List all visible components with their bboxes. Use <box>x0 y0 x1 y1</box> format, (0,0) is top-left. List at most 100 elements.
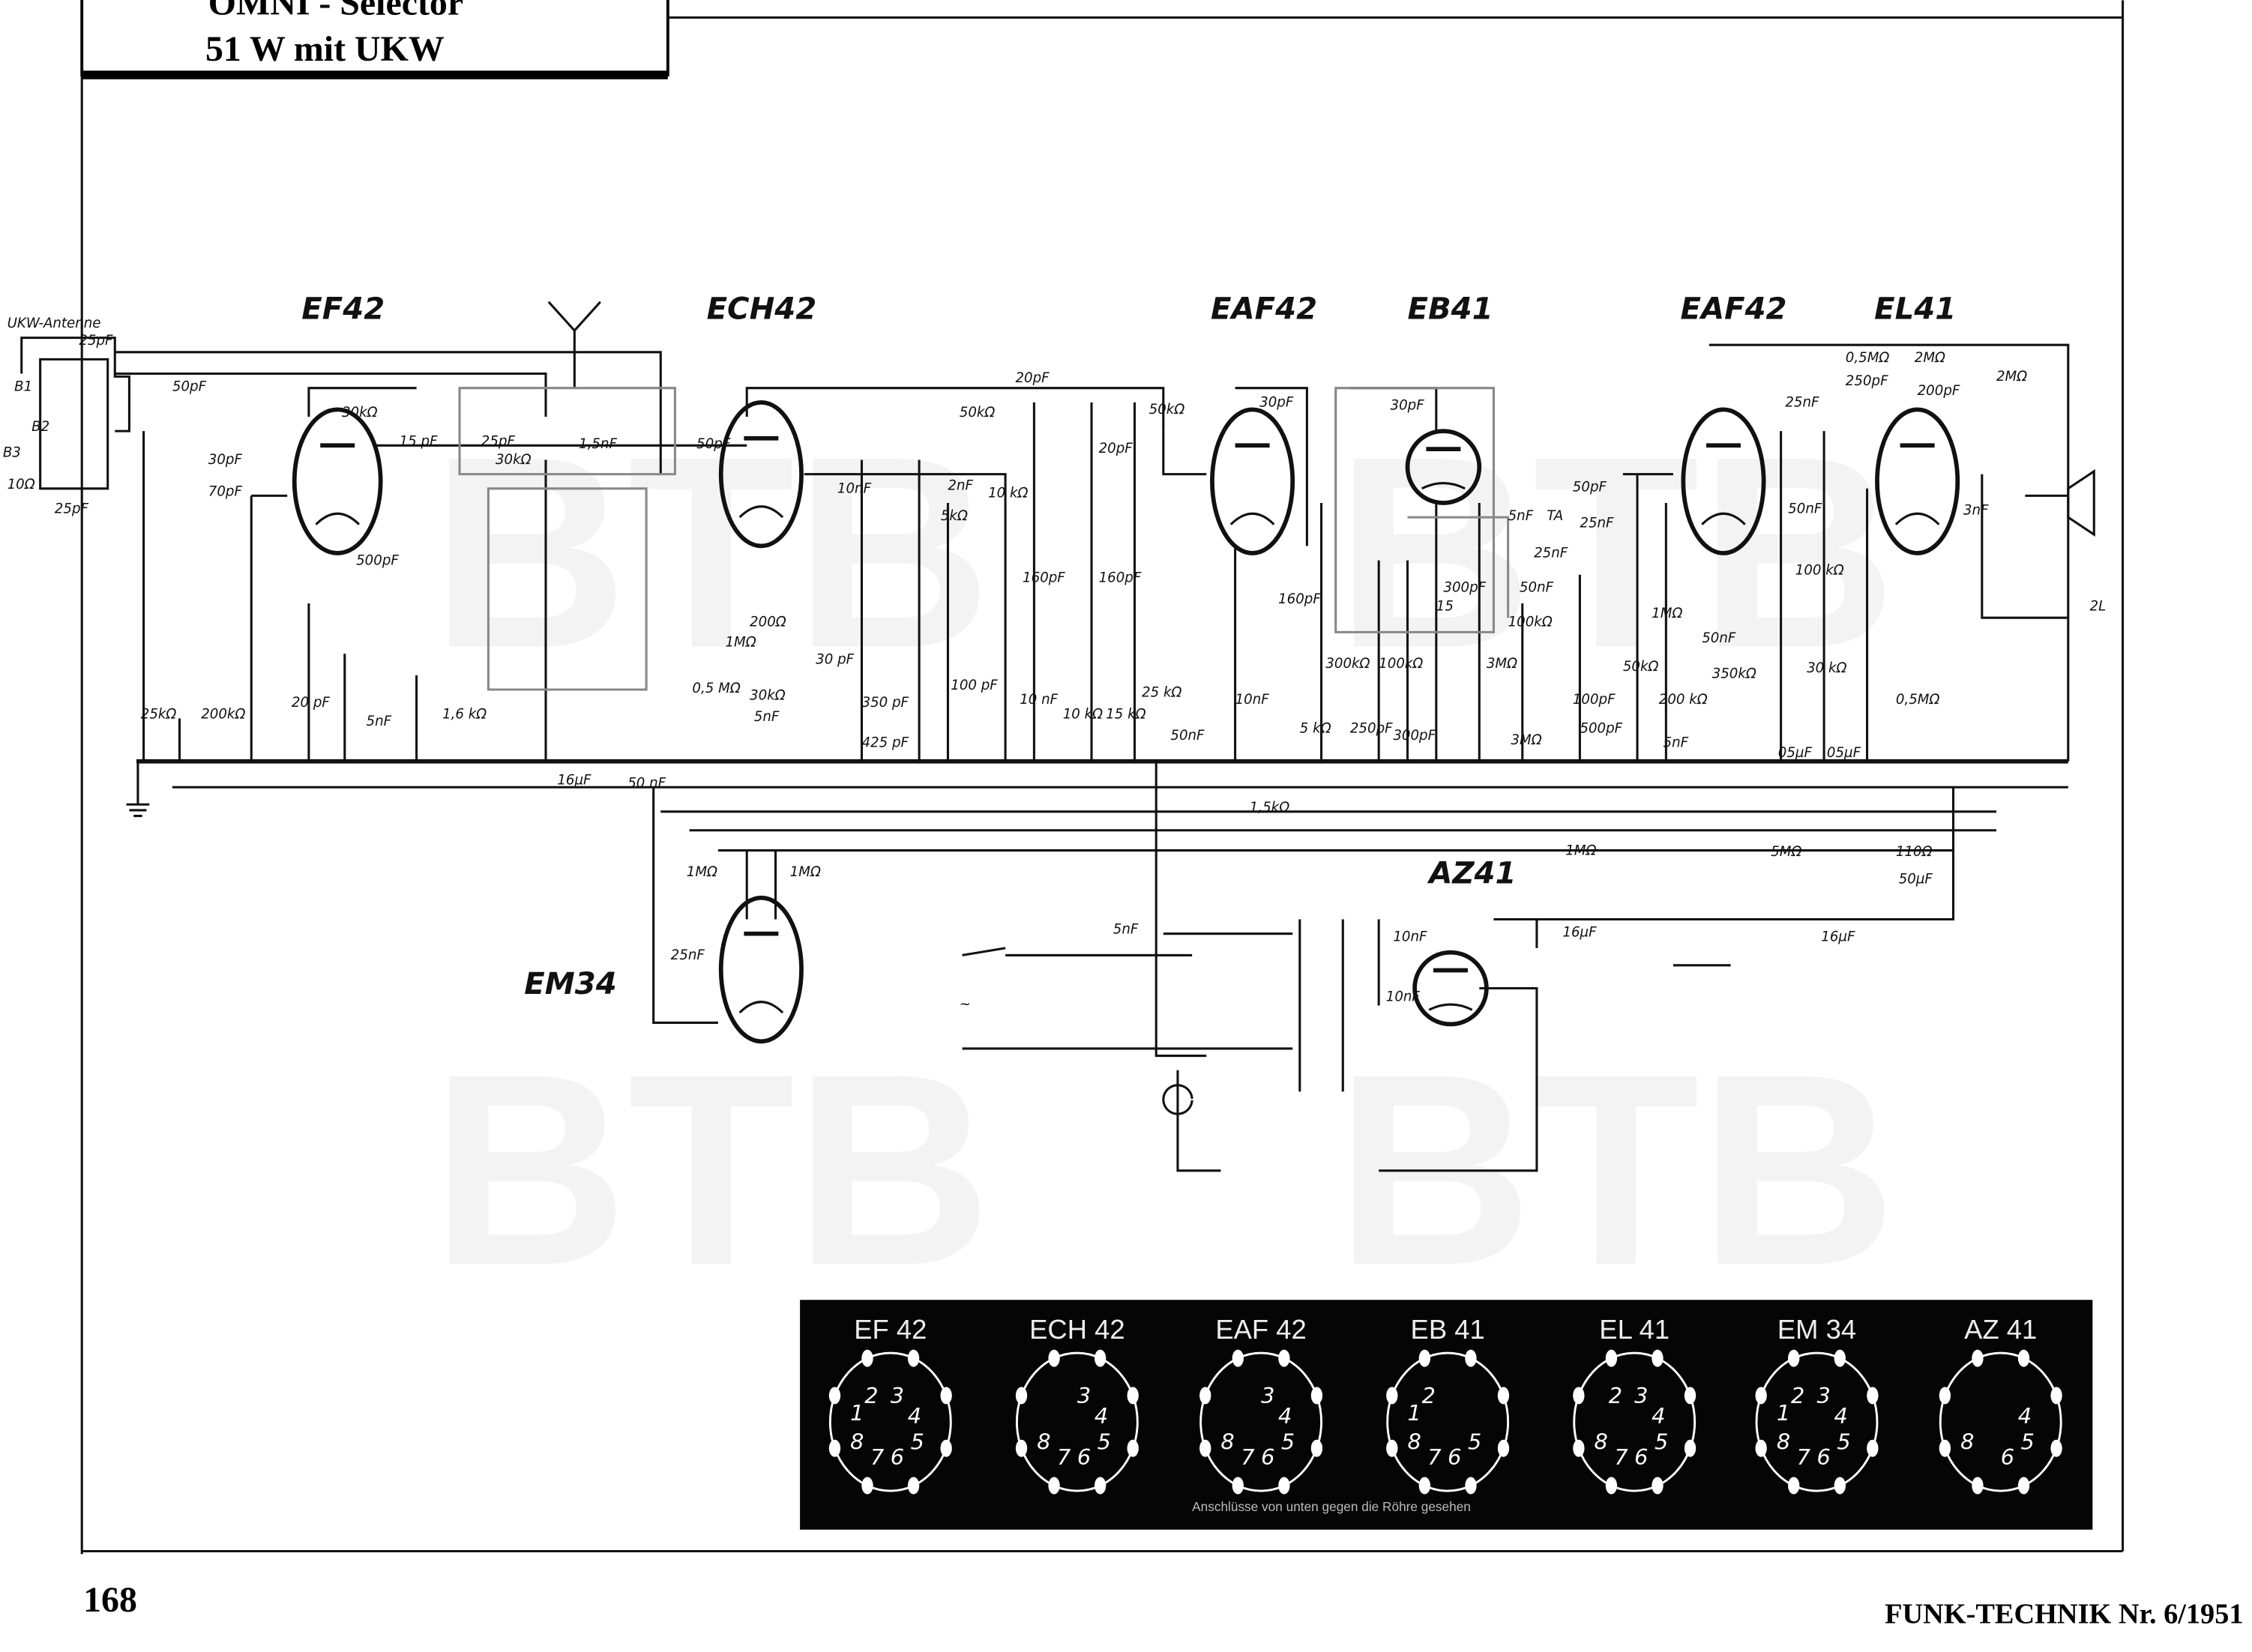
socket-pin-contact <box>861 1477 873 1495</box>
socket-pin-contact <box>1652 1477 1664 1495</box>
component-label: 25kΩ <box>141 706 177 722</box>
component-label: 1,5nF <box>579 436 617 452</box>
pin-number: 4 <box>908 1403 921 1429</box>
pin-number: 5 <box>1281 1429 1295 1454</box>
component-label: 10nF <box>1393 929 1427 944</box>
tube-label: EB41 <box>1407 292 1493 327</box>
component-label: 15 pF <box>400 433 438 449</box>
socket-pin-contact <box>1310 1439 1323 1457</box>
socket-pin-contact <box>1573 1439 1585 1457</box>
component-label: 1MΩ <box>1652 606 1682 621</box>
pin-number: 5 <box>2021 1429 2035 1454</box>
component-label: 25pF <box>481 433 516 449</box>
component-label: 2MΩ <box>1915 350 1945 366</box>
socket-pin-contact <box>1605 1477 1618 1495</box>
socket-pin-contact <box>1048 1349 1060 1367</box>
pin-number: 2 <box>1791 1383 1804 1408</box>
socket-pin-contact <box>1684 1439 1696 1457</box>
component-label: 25pF <box>79 333 113 349</box>
socket-name: EM 34 <box>1777 1314 1856 1345</box>
component-label: 10Ω <box>7 477 35 492</box>
tube-label: EM34 <box>524 967 616 1001</box>
socket-pin-contact <box>861 1349 873 1367</box>
pin-number: 7 <box>870 1444 884 1470</box>
pin-number: 2 <box>1609 1383 1622 1408</box>
socket-pin-contact <box>1834 1349 1846 1367</box>
socket-pin-contact <box>1834 1477 1846 1495</box>
component-label: 10 kΩ <box>988 485 1028 501</box>
socket-pin-contact <box>1199 1439 1211 1457</box>
tube-envelope <box>292 407 383 555</box>
tube-em34: EM34 <box>524 895 804 1044</box>
component-label: 25pF <box>55 501 89 516</box>
component-label: 110Ω <box>1896 844 1933 860</box>
component-label: 10nF <box>837 481 872 497</box>
pin-number: 8 <box>1037 1429 1050 1454</box>
component-label: 16µF <box>1562 925 1597 941</box>
component-label: 5nF <box>367 714 392 729</box>
socket-outline <box>1386 1351 1510 1492</box>
socket-pin-contact <box>1573 1387 1585 1405</box>
socket-pin-contact <box>1015 1387 1028 1405</box>
component-label: 30kΩ <box>342 405 378 420</box>
component-label: 2MΩ <box>1996 369 2027 385</box>
component-label: 50 nF <box>627 775 666 791</box>
component-label: 500pF <box>1580 720 1622 736</box>
component-label: 10nF <box>1386 989 1421 1005</box>
component-label: 425 pF <box>861 735 909 751</box>
svg-text:BTB: BTB <box>431 1017 992 1322</box>
pin-number: 8 <box>1595 1429 1608 1454</box>
socket-pin-contact <box>1867 1387 1879 1405</box>
svg-text:BTB: BTB <box>431 400 992 705</box>
pin-number: 3 <box>1817 1383 1831 1408</box>
component-label: 5kΩ <box>941 508 968 524</box>
component-label: ~ <box>960 996 971 1012</box>
socket-name: ECH 42 <box>1029 1314 1125 1345</box>
component-label: 30 kΩ <box>1807 660 1846 676</box>
component-label: 1,6 kΩ <box>442 706 487 722</box>
component-label: 200pF <box>1918 383 1960 399</box>
socket-pin-contact <box>1127 1439 1139 1457</box>
component-label: 10nF <box>1235 692 1270 708</box>
socket-pin-contact <box>1418 1349 1431 1367</box>
page-frame <box>80 0 2125 1555</box>
component-label: 30kΩ <box>496 452 532 468</box>
pin-number: 6 <box>891 1444 904 1470</box>
component-label: 3MΩ <box>1511 732 1541 748</box>
component-label: 50kΩ <box>960 405 996 420</box>
pin-number: 5 <box>1655 1429 1668 1454</box>
component-label: 5nF <box>1664 735 1689 751</box>
socket-pin-contact <box>1127 1387 1139 1405</box>
component-label: 200kΩ <box>201 706 245 722</box>
pin-number: 3 <box>1077 1383 1091 1408</box>
component-label: 1MΩ <box>725 635 756 651</box>
socket-pin-contact <box>1939 1439 1951 1457</box>
socket-outline <box>828 1351 952 1492</box>
pin-number: 6 <box>1817 1444 1831 1470</box>
socket-pin-contact <box>1497 1439 1510 1457</box>
component-label: 200 kΩ <box>1659 692 1708 708</box>
component-label: 30pF <box>1391 397 1425 413</box>
tube-cathode <box>1428 1003 1473 1011</box>
component-label: 50pF <box>1573 480 1607 495</box>
wiring <box>20 301 2095 1172</box>
socket-outline <box>1755 1351 1879 1492</box>
tube-label: AZ41 <box>1427 857 1516 891</box>
tube-ef42: EF42 <box>292 292 385 555</box>
component-label: 20pF <box>1099 441 1133 456</box>
tube-cathode <box>315 512 361 525</box>
component-label: 10 kΩ <box>1063 706 1103 722</box>
component-label: TA <box>1547 508 1563 524</box>
tube-eb41: EB41 <box>1405 292 1493 505</box>
pin-number: 4 <box>1652 1403 1665 1429</box>
pin-number: 4 <box>1095 1403 1108 1429</box>
socket-pin-contact <box>1755 1439 1767 1457</box>
tube-cathode <box>738 1001 784 1014</box>
pin-number: 8 <box>1220 1429 1234 1454</box>
socket-pin-contact <box>1939 1387 1951 1405</box>
socket-name: EF 42 <box>854 1314 927 1345</box>
socket-pin-contact <box>828 1439 841 1457</box>
component-label: 30pF <box>208 452 243 468</box>
tube-cathode <box>1421 482 1466 490</box>
